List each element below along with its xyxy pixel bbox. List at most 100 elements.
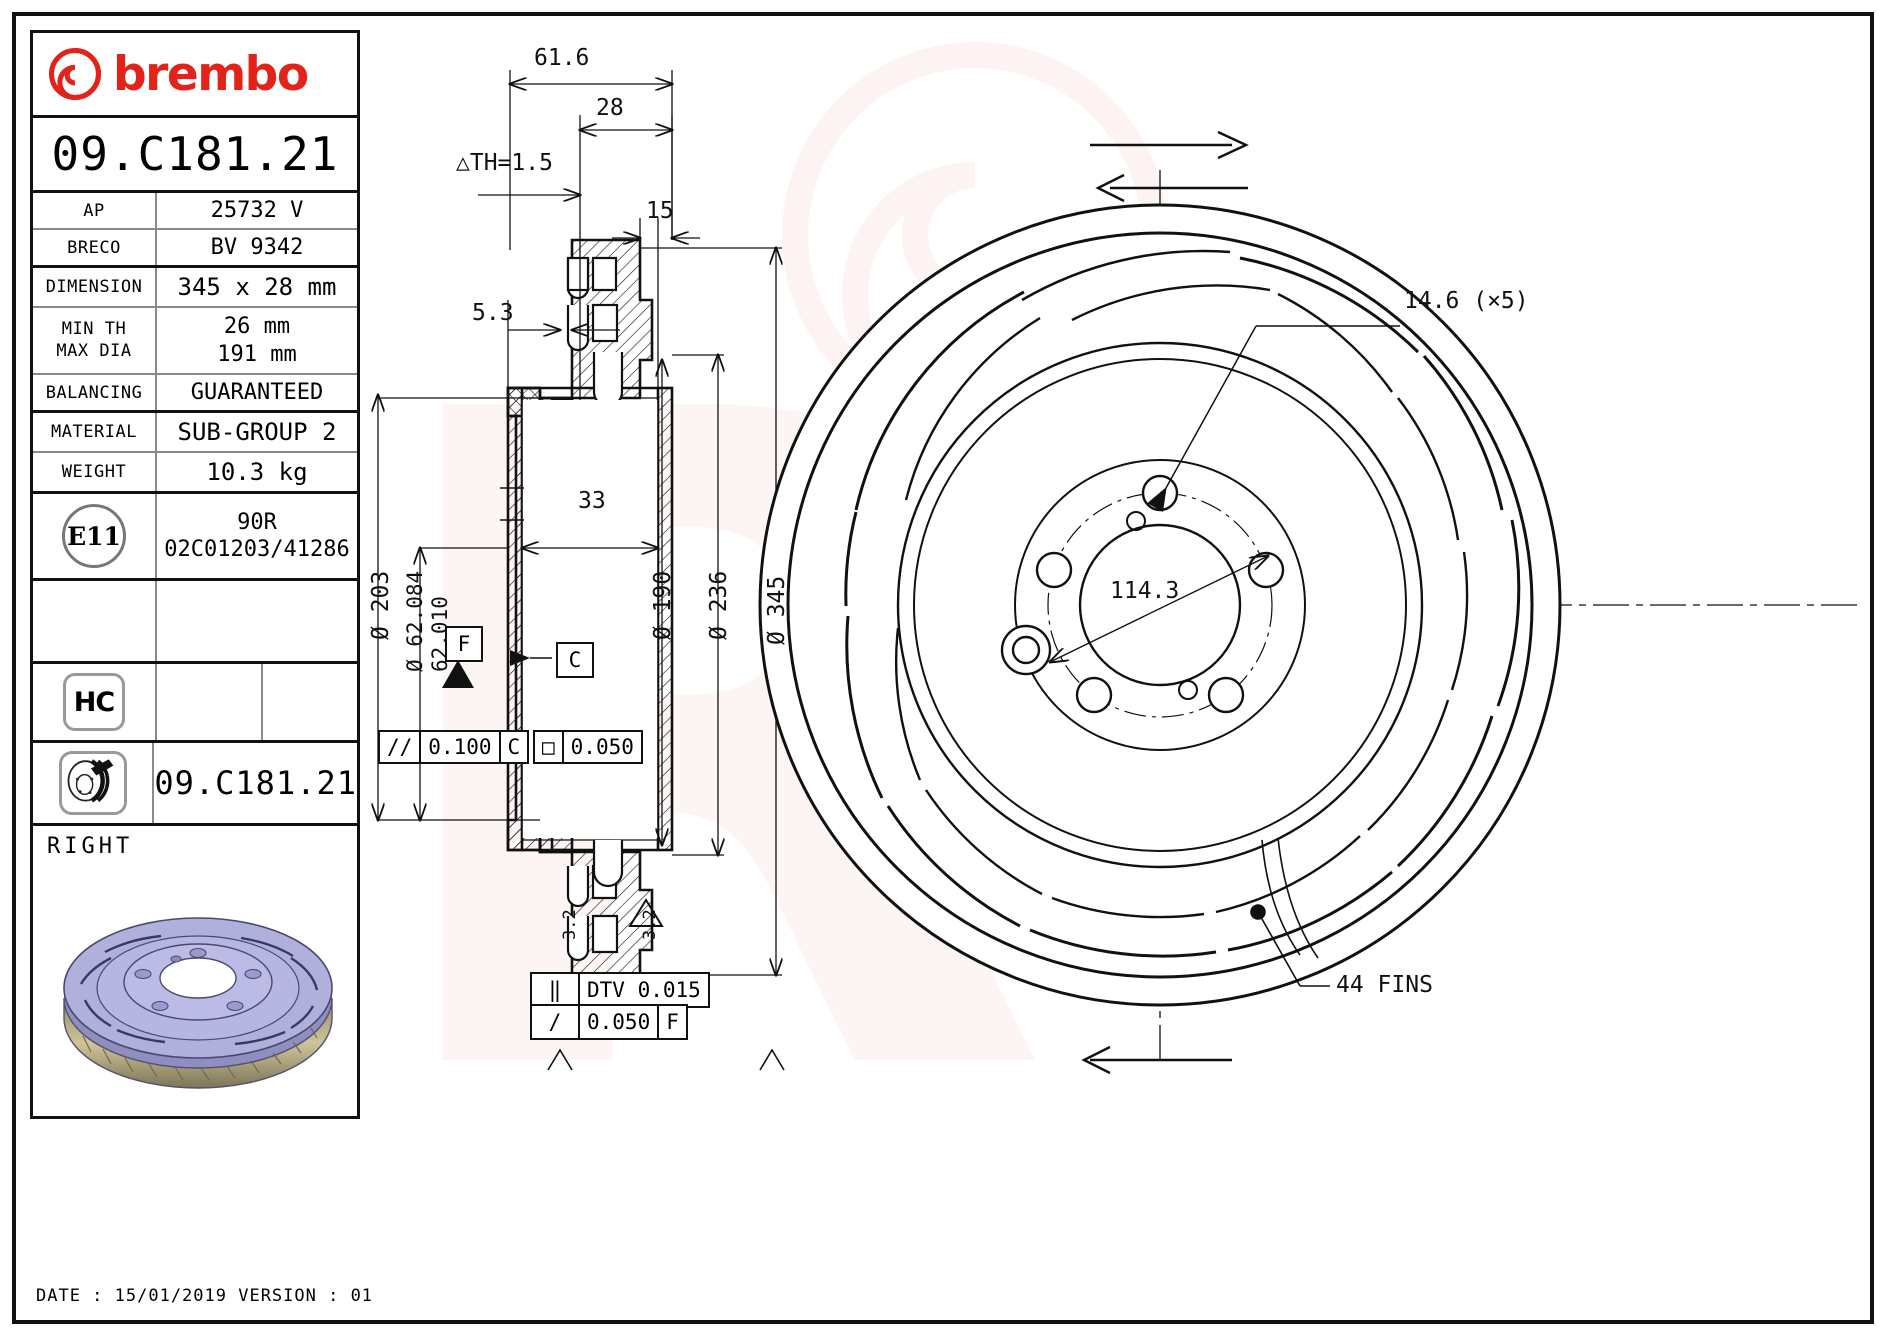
dim-hat-step: 15 xyxy=(646,198,674,224)
e11-badge: E11 xyxy=(62,504,126,568)
table-row-dimension: DIMENSION 345 x 28 mm xyxy=(33,268,357,308)
dim-hat-wall: 5.3 xyxy=(472,300,514,326)
homologation-value: 90R 02C01203/41286 xyxy=(157,494,357,578)
dtv-label: DTV 0.015 xyxy=(587,978,701,1002)
brembo-swirl-logo-icon xyxy=(48,47,102,101)
hc-blank-middle xyxy=(157,664,263,740)
datum-c-box: C xyxy=(556,642,594,678)
row-label: WEIGHT xyxy=(33,453,157,491)
runout-tolerance-box: / 0.050 F xyxy=(530,1004,688,1040)
blank-cell-left xyxy=(33,581,157,661)
row-value-max-dia: 191 mm xyxy=(217,341,297,367)
row-value: 25732 V xyxy=(210,198,304,223)
brake-disc-icon xyxy=(58,751,127,815)
table-row-side-view: RIGHT xyxy=(33,826,357,1116)
dim-mid-dia: Ø 236 xyxy=(706,570,732,640)
fins-label: 44 FINS xyxy=(1336,972,1433,998)
disc-outer-circle xyxy=(758,203,1562,1007)
row-value: 10.3 kg xyxy=(206,458,308,486)
table-row-breco: BRECO BV 9342 xyxy=(33,230,357,268)
table-row-balancing: BALANCING GUARANTEED xyxy=(33,375,357,413)
row-value: 345 x 28 mm xyxy=(177,273,337,301)
table-row-material: MATERIAL SUB-GROUP 2 xyxy=(33,413,357,453)
dtv-tolerance-box: ‖ DTV 0.015 xyxy=(530,972,710,1008)
disc-icon-cell xyxy=(33,743,155,823)
dim-outer-hat-dia: Ø 203 xyxy=(368,570,394,640)
dim-disc-thickness: 28 xyxy=(596,95,624,121)
row-value-stack: 26 mm 191 mm xyxy=(157,308,357,373)
disc-inner-slots xyxy=(895,284,1469,919)
dim-overall-width: 61.6 xyxy=(534,45,590,71)
row-label: MATERIAL xyxy=(33,413,157,451)
rotation-arrows xyxy=(1081,130,1249,1075)
section-tick-marks xyxy=(500,487,524,521)
rotor-3d-preview xyxy=(63,917,333,1089)
face-view xyxy=(758,130,1862,1075)
row-label: BRECO xyxy=(33,230,157,265)
parallelism-tolerance-box: // 0.100 C xyxy=(378,730,530,764)
runout-datum: F xyxy=(666,1010,679,1034)
bolt-hole-small-marks xyxy=(1126,511,1198,700)
brand-logo-row: brembo xyxy=(33,33,357,118)
side-label: RIGHT xyxy=(47,834,134,859)
disc-friction-outer xyxy=(786,231,1534,979)
roughness-symbols xyxy=(547,1048,785,1071)
table-row-weight: WEIGHT 10.3 kg xyxy=(33,453,357,494)
disc-slots xyxy=(844,249,1521,958)
part-number-heading: 09.C181.21 xyxy=(33,118,357,193)
pcd-dimension xyxy=(1050,556,1268,662)
dim-outer-dia: Ø 345 xyxy=(764,575,790,645)
dim-vane-depth: 33 xyxy=(578,488,606,514)
row-label: BALANCING xyxy=(33,375,157,410)
disc-hat-outer xyxy=(913,358,1407,852)
runout-value: 0.050 xyxy=(580,1006,660,1038)
roughness-left-value: 3.2 xyxy=(560,909,580,940)
section-dimension-lines xyxy=(378,70,782,975)
flatness-tolerance-box: □ 0.050 xyxy=(533,730,643,764)
row-value: SUB-GROUP 2 xyxy=(177,418,337,446)
flatness-symbol: □ xyxy=(535,732,564,762)
parallelism-value: 0.100 xyxy=(421,732,501,762)
sheet-border xyxy=(12,12,1874,1324)
flatness-value: 0.050 xyxy=(570,735,634,759)
disc-hat-inner xyxy=(1014,459,1306,751)
pcd-label: 114.3 xyxy=(1110,578,1180,604)
locating-pin xyxy=(1000,624,1052,676)
hc-badge-cell: HC xyxy=(33,664,157,740)
bolt-hole-dia-label: 14.6 (×5) xyxy=(1404,288,1529,314)
parallelism-symbol: // xyxy=(380,732,422,762)
runout-symbol: / xyxy=(532,1006,580,1038)
table-row-min-th-max-dia: MIN TH MAX DIA 26 mm 191 mm xyxy=(33,308,357,375)
row-label: AP xyxy=(33,193,157,228)
row-value: BV 9342 xyxy=(210,235,304,260)
disc-icon-part-number: 09.C181.21 xyxy=(154,764,357,802)
row-value: GUARANTEED xyxy=(190,380,324,405)
dtv-symbol: ‖ xyxy=(532,974,580,1006)
e11-badge-cell: E11 xyxy=(33,494,157,578)
roughness-right-value: 3.2 xyxy=(640,909,660,940)
bolt-hole-leader xyxy=(1147,325,1400,513)
dim-inner-friction-dia: Ø 190 xyxy=(650,570,676,640)
row-label: DIMENSION xyxy=(33,268,157,306)
table-row-disc-icon: 09.C181.21 xyxy=(33,743,357,826)
table-row-homologation: E11 90R 02C01203/41286 xyxy=(33,494,357,581)
table-row-blank xyxy=(33,581,357,664)
vane-cavity xyxy=(521,400,659,838)
row-label-min-th: MIN TH xyxy=(61,319,127,340)
brand-name: brembo xyxy=(113,46,309,102)
datum-f-box: F xyxy=(445,626,483,662)
dim-bore-dia-max: Ø 62.084 xyxy=(403,570,427,672)
homologation-line2: 02C01203/41286 xyxy=(164,537,350,562)
hc-badge: HC xyxy=(63,673,125,731)
info-table: brembo 09.C181.21 AP 25732 V BRECO BV 93… xyxy=(30,30,360,1119)
table-row-hc: HC xyxy=(33,664,357,743)
homologation-line1: 90R xyxy=(237,509,277,535)
dim-th-wear: △TH=1.5 xyxy=(456,150,553,176)
parallelism-datum: C xyxy=(507,735,521,759)
fins-leader xyxy=(1250,837,1330,987)
row-value-min-th: 26 mm xyxy=(223,314,291,339)
row-label-stack: MIN TH MAX DIA xyxy=(33,308,157,373)
disc-friction-inner xyxy=(896,341,1424,869)
